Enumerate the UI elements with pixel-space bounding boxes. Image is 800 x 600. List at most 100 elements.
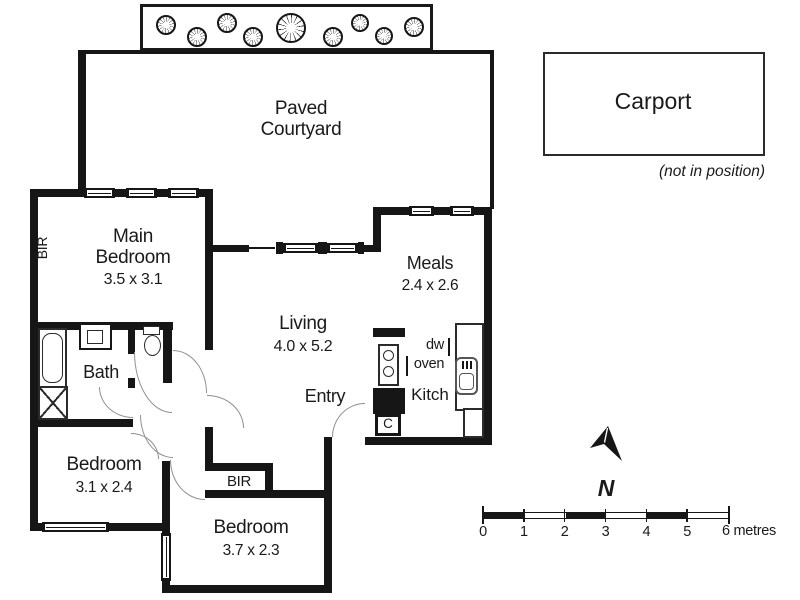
scale-bar-segment	[484, 513, 525, 518]
shrub-icon	[243, 27, 263, 47]
courtyard-label-line2: Courtyard	[260, 118, 342, 140]
sink-tap-icon	[470, 361, 472, 369]
toilet-tank-icon	[143, 326, 160, 335]
scale-bar-segment	[565, 513, 607, 518]
window	[84, 188, 115, 198]
wall-segment	[114, 189, 127, 197]
scale-bar-end-tick	[481, 506, 484, 524]
window	[450, 206, 474, 216]
shrub-icon	[375, 27, 393, 45]
wall-segment	[30, 419, 133, 427]
oven-label: oven	[413, 356, 445, 372]
cupboard-label: C	[383, 416, 393, 431]
meals-dims: 2.4 x 2.6	[401, 276, 459, 294]
sink-basin-icon	[459, 373, 474, 390]
sink-icon	[455, 357, 478, 395]
shrub-icon	[323, 27, 343, 47]
wall-segment	[205, 427, 213, 471]
entry-label: Entry	[304, 386, 346, 406]
wall-segment	[156, 189, 169, 197]
fence-line	[247, 247, 275, 249]
shrub-icon	[404, 17, 424, 37]
scale-bar-number: 1	[519, 524, 528, 540]
wall-segment	[108, 523, 168, 531]
window	[161, 533, 171, 581]
shrub-icon	[217, 13, 237, 33]
wall-segment	[78, 50, 86, 197]
north-arrow-icon	[590, 426, 622, 461]
wall-segment	[324, 437, 332, 593]
scale-bar-end-label: 6 metres	[722, 523, 777, 539]
wall-segment	[433, 207, 452, 215]
carport-label: Carport	[614, 88, 692, 114]
shrub-icon	[187, 27, 207, 47]
scale-bar-number: 5	[683, 524, 692, 540]
scale-bar-number: 2	[560, 524, 569, 540]
scale-bar-end-tick	[727, 506, 730, 524]
living-dims: 4.0 x 5.2	[273, 337, 333, 355]
scale-bar-tick	[645, 509, 648, 522]
wall-segment	[30, 189, 38, 531]
bath-label: Bath	[83, 362, 119, 382]
vanity-basin-icon	[87, 330, 103, 344]
scale-bar-segment	[688, 513, 729, 518]
scale-bar-tick	[563, 509, 566, 522]
scale-bar-segment	[647, 513, 689, 518]
bedroom-two-label: Bedroom 3.1 x 2.4	[44, 454, 164, 496]
scale-bar-number: 0	[479, 524, 487, 540]
cupboard-box	[375, 414, 401, 436]
scale-bar-tick	[604, 509, 607, 522]
main-bedroom-line2: Bedroom	[95, 247, 171, 268]
wall-segment	[406, 356, 408, 376]
wall-segment	[30, 523, 44, 531]
shrub-icon	[156, 15, 176, 35]
bedroom-three-dims: 3.7 x 2.3	[222, 541, 280, 559]
wall-segment	[373, 207, 411, 215]
shower-icon	[38, 386, 68, 420]
wall-segment	[265, 471, 273, 498]
bedroom-two-dims: 3.1 x 2.4	[75, 478, 133, 496]
main-bedroom-line1: Main	[113, 226, 153, 247]
window-tick	[318, 242, 327, 254]
living-name: Living	[279, 313, 327, 334]
scale-bar-number: 3	[601, 524, 610, 540]
carport-note: (not in position)	[659, 163, 765, 180]
window	[168, 188, 199, 198]
bedroom-two-name: Bedroom	[66, 454, 142, 475]
wall-segment	[162, 585, 332, 593]
main-bedroom-dims: 3.5 x 3.1	[103, 271, 163, 288]
wall-segment	[162, 461, 170, 535]
kitchen-bench-step	[463, 408, 484, 438]
courtyard-label-line1: Paved	[274, 98, 328, 119]
shrub-icon	[276, 13, 306, 43]
wall-segment	[128, 330, 135, 354]
wall-segment	[128, 378, 135, 388]
stove-burner-icon	[383, 366, 394, 377]
window-tick	[276, 242, 283, 254]
wall-segment	[358, 245, 381, 252]
courtyard-label: Paved Courtyard	[221, 98, 381, 141]
window	[409, 206, 434, 216]
wall-segment	[490, 53, 494, 209]
wall-segment	[30, 189, 84, 197]
wall-segment	[205, 463, 273, 471]
wall-segment	[373, 388, 405, 414]
scale-bar-number: 4	[642, 524, 651, 540]
wall-segment	[365, 437, 491, 445]
wall-segment	[484, 207, 492, 445]
stove-burner-icon	[383, 350, 394, 361]
meals-label: Meals 2.4 x 2.6	[380, 253, 480, 294]
sink-tap-icon	[466, 361, 468, 369]
meals-name: Meals	[406, 253, 454, 273]
wall-segment	[448, 338, 450, 356]
bedroom-three-name: Bedroom	[213, 517, 289, 538]
wall-segment	[205, 189, 213, 350]
kitchen-label: Kitch	[411, 385, 449, 404]
bedroom-three-label: Bedroom 3.7 x 2.3	[191, 517, 311, 559]
window	[126, 188, 157, 198]
living-label: Living 4.0 x 5.2	[243, 313, 363, 355]
window	[283, 243, 318, 253]
carport-box	[543, 52, 765, 156]
dw-label: dw	[426, 337, 444, 353]
